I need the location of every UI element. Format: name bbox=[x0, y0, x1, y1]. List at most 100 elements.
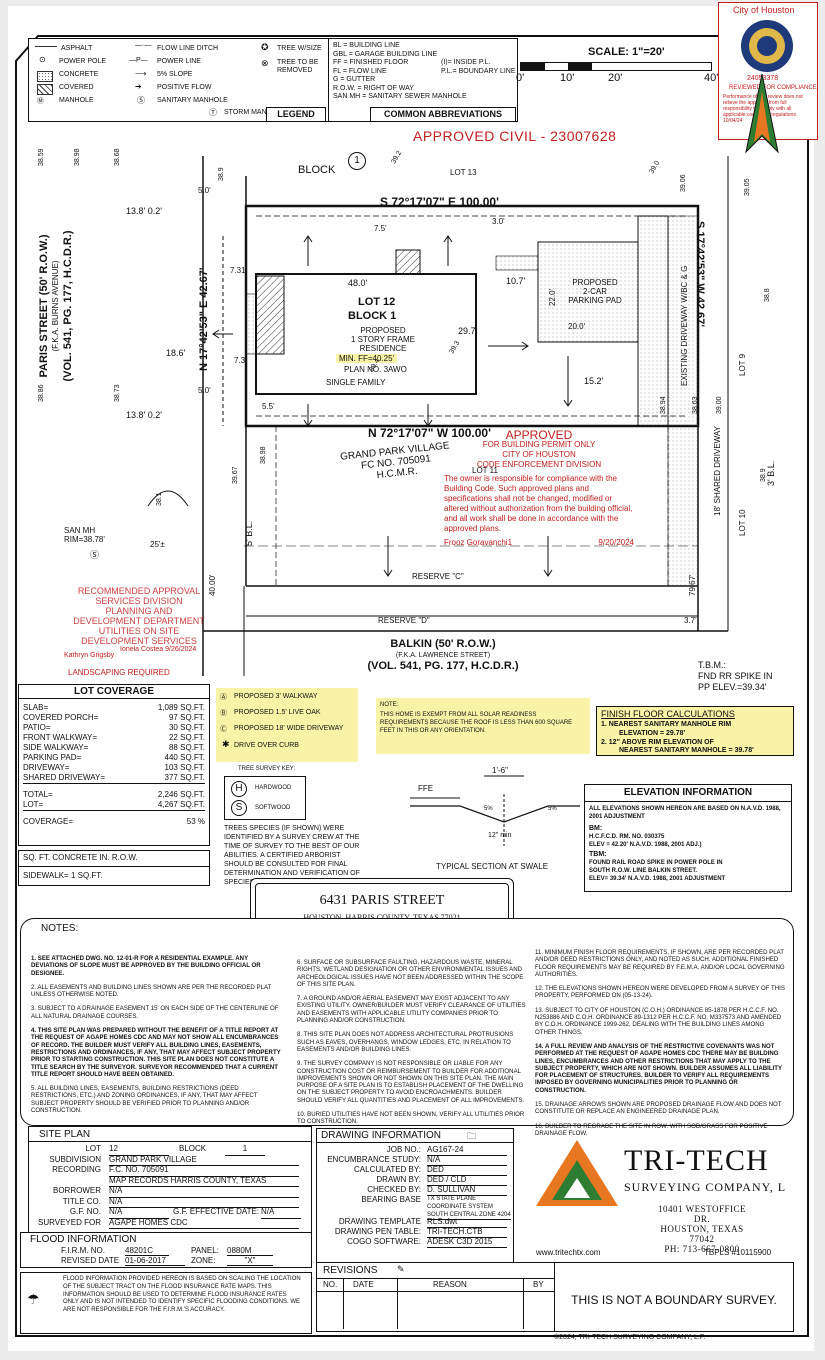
shared-driveway-label: 18' SHARED DRIVEWAY bbox=[713, 426, 722, 516]
coverage-lot-row: LOT=4,267 SQ.FT. bbox=[23, 800, 205, 811]
dim-29-7: 29.7' bbox=[458, 326, 478, 336]
note-item: 5. ALL BUILDING LINES, EASEMENTS, BUILDI… bbox=[31, 1085, 258, 1115]
parking-pad-label: PROPOSED 2-CAR PARKING PAD bbox=[560, 278, 630, 305]
site-plan-fields: LOT 12 BLOCK 1 SUBDIVISION GRAND PARK VI… bbox=[29, 1144, 311, 1229]
legend-sanitary: SANITARY MANHOLE bbox=[157, 97, 228, 104]
swale-caption: TYPICAL SECTION AT SWALE bbox=[436, 862, 549, 871]
planning-stamp: RECOMMENDED APPROVAL SERVICES DIVISION P… bbox=[64, 586, 214, 646]
field-label: G.F. EFFECTIVE DATE: bbox=[173, 1207, 260, 1216]
coverage-label: PARKING PAD= bbox=[23, 753, 82, 762]
drawing-row: DRAWN BY:DED / CLD bbox=[317, 1175, 513, 1186]
coverage-row: COVERED PORCH=97 SQ.FT. bbox=[23, 713, 205, 723]
legend-manhole: MANHOLE bbox=[59, 97, 94, 104]
approved-civil: APPROVED CIVIL - 23007628 bbox=[413, 128, 617, 144]
lot13-label: LOT 13 bbox=[450, 168, 477, 177]
dim-15-2: 15.2' bbox=[584, 376, 604, 386]
notes-col-3: 11. MINIMUM FINISH FLOOR REQUIREMENTS, I… bbox=[535, 949, 785, 1144]
elev-label: 38.68 bbox=[114, 148, 121, 166]
company-address: 10401 WESTOFFICE DR. HOUSTON, TEXAS 7704… bbox=[652, 1204, 752, 1254]
field-gf-eff: N/A bbox=[261, 1207, 301, 1219]
elev-label: 38.9 bbox=[760, 468, 767, 482]
abbrev-line: SAN MH = SANITARY SEWER MANHOLE bbox=[333, 93, 467, 100]
sanitary-manhole-icon: Ⓢ bbox=[137, 96, 145, 105]
dim-48: 48.0' bbox=[348, 278, 368, 288]
note-item: 3. SUBJECT TO A DRAINAGE EASEMENT 15' ON… bbox=[31, 1005, 279, 1020]
note-item: 2. ALL EASEMENTS AND BUILDING LINES SHOW… bbox=[31, 983, 272, 999]
legend-covered: COVERED bbox=[59, 84, 94, 91]
scale-tick-0: 0' bbox=[516, 72, 525, 84]
drawing-row: CHECKED BY:D. SULLIVAN bbox=[317, 1185, 513, 1196]
dim-13-8-bottom: 13.8' 0.2' bbox=[126, 410, 162, 420]
coverage-label: COVERED PORCH= bbox=[23, 713, 99, 722]
coverage-row: SHARED DRIVEWAY=377 SQ.FT. bbox=[23, 773, 205, 784]
reserve-d-label: RESERVE "D" bbox=[378, 616, 430, 625]
abbrev-inside: (I)= INSIDE P.L. bbox=[441, 59, 491, 66]
flood-firm-label: F.I.R.M. NO. bbox=[61, 1246, 105, 1255]
field-title-co: N/A bbox=[109, 1197, 299, 1208]
tree-icon: ✪ bbox=[261, 42, 269, 52]
scale-tick-10: 10' bbox=[560, 72, 575, 84]
disclaimer-box: THIS IS NOT A BOUNDARY SURVEY. bbox=[554, 1262, 794, 1332]
note-item: 16. BUILDER TO REGRADE THE SITE IN ROW. … bbox=[535, 1122, 768, 1137]
note-item: 13. SUBJECT TO CITY OF HOUSTON (C.O.H.) … bbox=[535, 1006, 782, 1036]
rev-col-reason: REASON bbox=[433, 1280, 467, 1289]
flood-zone-label: ZONE: bbox=[191, 1256, 216, 1265]
tree-key-title: TREE SURVEY KEY: bbox=[238, 766, 296, 772]
note-item: 8. THIS SITE PLAN DOES NOT ADDRESS ARCHI… bbox=[297, 1031, 514, 1053]
parking-line: PROPOSED bbox=[572, 278, 618, 287]
drawing-info-box: DRAWING INFORMATION 🗀 JOB NO.:AG167-24 E… bbox=[316, 1128, 514, 1264]
note-item: 15. DRAINAGE ARROWS SHOWN ARE PROPOSED D… bbox=[535, 1101, 782, 1116]
field-label: SURVEYED FOR bbox=[38, 1217, 101, 1227]
approved-stamp: APPROVED FOR BUILDING PERMIT ONLY CITY O… bbox=[444, 429, 634, 548]
field-block: 1 bbox=[225, 1144, 265, 1156]
elev-label: 38.86 bbox=[38, 384, 45, 402]
field-label: SUBDIVISION bbox=[49, 1154, 101, 1164]
drawing-label: JOB NO.: bbox=[386, 1145, 421, 1154]
field-label: LOT bbox=[85, 1144, 101, 1153]
coverage-value: 377 SQ.FT. bbox=[164, 773, 205, 782]
abbrev-line: GBL = GARAGE BUILDING LINE bbox=[333, 50, 438, 58]
note-item: 10. BURIED UTILITIES HAVE NOT BEEN SHOWN… bbox=[297, 1111, 525, 1126]
manhole-icon: Ⓜ bbox=[37, 98, 44, 105]
elev-label: 38.63 bbox=[692, 396, 699, 414]
coverage-row: SIDE WALKWAY=88 SQ.FT. bbox=[23, 743, 205, 753]
bl5-label: 5' B.L. bbox=[244, 520, 254, 546]
lot10-label: LOT 10 bbox=[738, 509, 747, 536]
drawing-info-title: DRAWING INFORMATION bbox=[321, 1130, 441, 1141]
solar-note: NOTE: THIS HOME IS EXEMPT FROM ALL SOLAR… bbox=[376, 698, 590, 754]
drawing-value: ADESK C3D 2015 bbox=[427, 1237, 507, 1248]
drawing-label: BEARING BASE bbox=[361, 1195, 421, 1204]
key-c-icon: Ⓒ bbox=[220, 726, 227, 733]
approved-for: FOR BUILDING PERMIT ONLY bbox=[482, 440, 596, 449]
pencil-icon: ✎ bbox=[397, 1264, 405, 1274]
planning-name-2: Ionela Costea 9/26/2024 bbox=[120, 646, 197, 653]
finish-floor-line-4: NEAREST SANITARY MANHOLE = 39.78' bbox=[619, 747, 754, 754]
site-drawing bbox=[147, 156, 729, 676]
residence-line: 1 STORY FRAME bbox=[350, 335, 416, 344]
swale-slope-left: 5% bbox=[484, 806, 493, 812]
west-bearing: N 17°42'53" E 42.67' bbox=[198, 267, 210, 371]
min-ff: MIN. FF=40.25' bbox=[336, 354, 398, 363]
dim-13-8-top: 13.8' 0.2' bbox=[126, 206, 162, 216]
balkin-line: BALKIN (50' R.O.W.) bbox=[390, 638, 496, 650]
key-star-icon: ✱ bbox=[222, 739, 230, 749]
approved-signer-row: Frooz Goravanchi1 9/20/2024 bbox=[444, 538, 634, 548]
dim-22: 22.0' bbox=[548, 288, 557, 306]
softwood-icon: S bbox=[231, 800, 247, 816]
san-mh-line: RIM=38.78' bbox=[64, 535, 105, 544]
coverage-row: FRONT WALKWAY=22 SQ.FT. bbox=[23, 733, 205, 743]
company-web[interactable]: www.tritechtx.com bbox=[536, 1248, 601, 1257]
company-block: TRI-TECH SURVEYING COMPANY, L 10401 WEST… bbox=[516, 1128, 792, 1264]
tbm-line: FND RR SPIKE IN bbox=[698, 671, 773, 681]
scale-tick-40: 40' bbox=[704, 72, 719, 84]
flood-box: FLOOD INFORMATION F.I.R.M. NO. 48201C PA… bbox=[20, 1232, 312, 1268]
flood-text: FLOOD INFORMATION PROVIDED HEREON IS BAS… bbox=[63, 1276, 301, 1314]
coverage-label: DRIVEWAY= bbox=[23, 763, 70, 772]
note-item: 11. MINIMUM FINISH FLOOR REQUIREMENTS, I… bbox=[535, 949, 785, 978]
legend-power-line: POWER LINE bbox=[157, 58, 201, 65]
abbrev-lines: BL = BUILDING LINE GBL = GARAGE BUILDING… bbox=[333, 42, 467, 102]
concrete-icon bbox=[37, 71, 53, 82]
drawing-value: DED / CLD bbox=[427, 1175, 507, 1186]
company-name: TRI-TECH bbox=[624, 1144, 769, 1177]
